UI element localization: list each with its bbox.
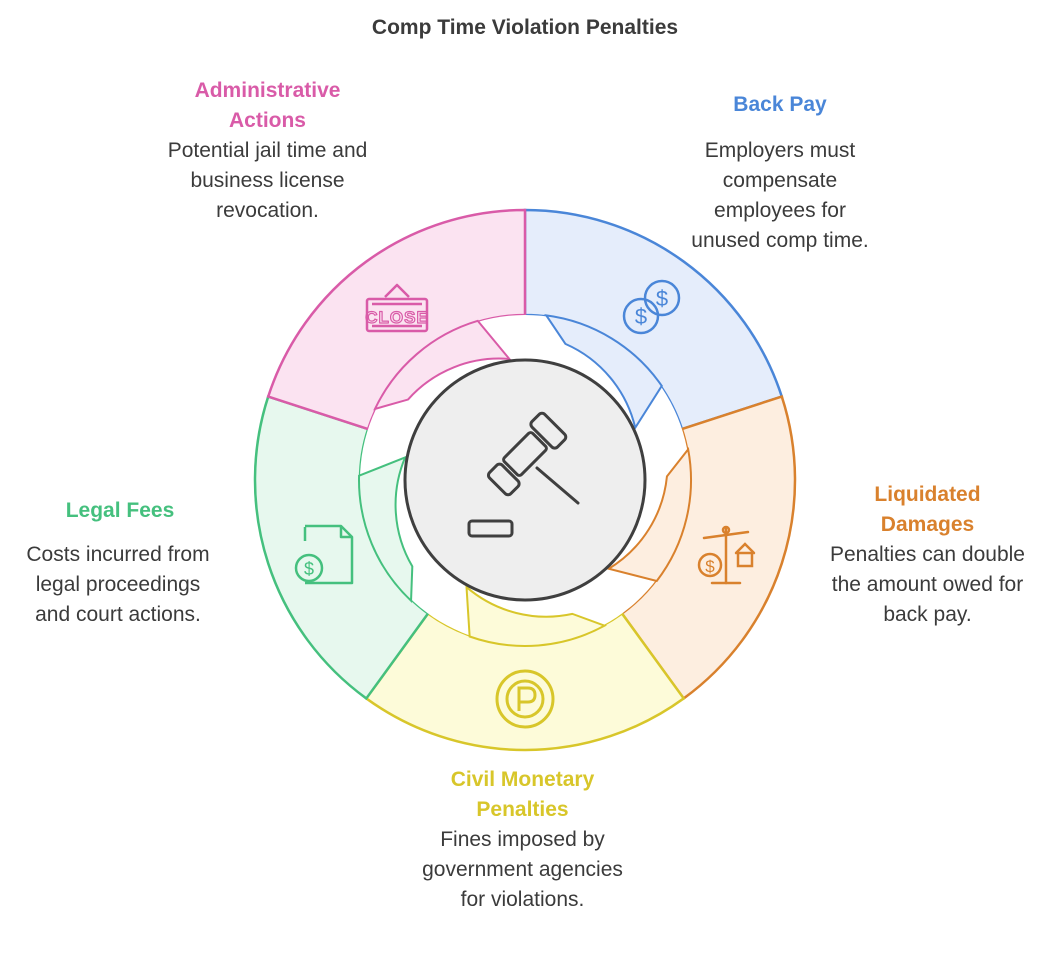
inner-arc-liquidated-damages — [606, 446, 692, 583]
svg-text:$: $ — [304, 559, 314, 579]
svg-text:CLOSE: CLOSE — [365, 308, 429, 327]
segment-title-administrative-actions: Administrative Actions — [194, 79, 341, 132]
segment-desc-back-pay: Employers must compensate employees for … — [691, 139, 869, 252]
inner-arc-legal-fees — [358, 455, 414, 603]
segment-desc-civil-monetary: Fines imposed by government agencies for… — [422, 828, 623, 911]
inner-arc-back-pay — [544, 314, 663, 431]
center-hub — [403, 358, 647, 602]
svg-text:$: $ — [635, 304, 647, 329]
parking-p-icon — [495, 669, 555, 729]
segment-desc-liquidated-damages: Penalties can double the amount owed for… — [830, 543, 1025, 626]
dollar-document-icon: $ — [294, 524, 354, 585]
segment-title-liquidated-damages: Liquidated Damages — [874, 483, 981, 536]
segment-title-legal-fees: Legal Fees — [65, 499, 175, 522]
segment-title-civil-monetary: Civil Monetary Penalties — [450, 768, 595, 821]
close-sign-icon: CLOSE — [365, 283, 429, 333]
inner-arc-civil-monetary — [465, 584, 608, 647]
segment-desc-administrative-actions: Potential jail time and business license… — [167, 139, 368, 222]
svg-text:$: $ — [705, 557, 715, 576]
inner-arc-administrative-actions — [373, 319, 512, 411]
gavel-icon — [467, 411, 580, 538]
svg-text:$: $ — [656, 286, 668, 311]
dollar-coins-icon: $ $ — [622, 279, 681, 335]
segment-desc-legal-fees: Costs incurred from legal proceedings an… — [26, 543, 210, 626]
scales-icon: $ — [697, 525, 756, 585]
diagram-title: Comp Time Violation Penalties — [371, 16, 679, 39]
segment-title-back-pay: Back Pay — [733, 93, 827, 116]
